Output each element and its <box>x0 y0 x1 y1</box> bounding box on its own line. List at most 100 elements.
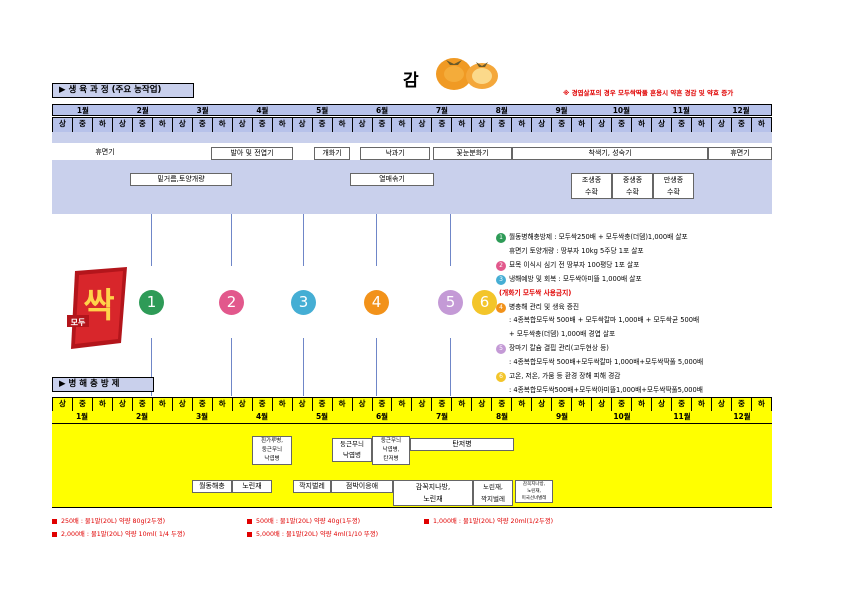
task-early-harvest: 조생종 수확 <box>571 173 612 199</box>
marker-5: 5 <box>438 290 463 315</box>
period-label: 하 <box>153 398 173 412</box>
month-label: 1월 <box>75 412 89 421</box>
period-label: 중 <box>432 118 453 132</box>
pest-anthracnose: 탄저병 <box>410 438 514 451</box>
period-label: 상 <box>52 118 73 132</box>
legend-line: : 4종복합모두싹 500배+모두싹칼마 1,000배+모두싹딱풀 5,000배 <box>496 356 703 370</box>
period-label: 하 <box>273 398 293 412</box>
task-late-harvest: 만생종 수확 <box>653 173 694 199</box>
period-label: 상 <box>532 398 553 412</box>
period-label: 상 <box>353 118 373 132</box>
arrow-up-2 <box>231 338 232 396</box>
month-label: 3월 <box>196 106 209 115</box>
period-label: 상 <box>472 398 493 412</box>
period-label: 상 <box>652 118 673 132</box>
arrow-up-1 <box>151 338 152 396</box>
legend-line: : 4종복합모두싹 500배 + 모두싹칼마 1,000배 + 모두싹균 500… <box>496 314 703 328</box>
stage-budding: 발아 및 전엽기 <box>211 147 293 160</box>
legend-number-icon: 3 <box>496 274 506 285</box>
stage-bud-differentiation: 꽃눈분화기 <box>433 147 512 160</box>
legend-text: 월동병해충방제 : 모두싹250배 + 모두싹충(더뎀)1,000배 살포 <box>509 233 688 241</box>
growth-section-header: ▶ 생 육 과 정 (주요 농작업) <box>52 83 194 98</box>
legend-text: (개화기 모두싹 사용금지) <box>499 288 572 297</box>
marker-6: 6 <box>472 290 497 315</box>
legend-line: (개화기 모두싹 사용금지) <box>496 287 703 301</box>
marker-3: 3 <box>291 290 316 315</box>
period-label: 중 <box>73 398 93 412</box>
pest-scale-insect-1: 깍지벌레 <box>293 480 331 493</box>
legend-number-icon: 4 <box>496 302 506 313</box>
period-label: 하 <box>512 118 533 132</box>
period-label: 하 <box>632 398 653 412</box>
pest-scale-insect-2: 노린재, 깍지벌레 <box>473 480 513 506</box>
period-label: 상 <box>173 118 193 132</box>
period-label: 중 <box>552 118 573 132</box>
period-label: 중 <box>193 118 213 132</box>
logo-sub-text: 모두 <box>71 318 86 327</box>
period-label: 상 <box>52 398 73 412</box>
period-label: 하 <box>333 118 353 132</box>
period-label: 상 <box>233 118 253 132</box>
month-label: 9월 <box>555 106 568 115</box>
legend-number-icon: 1 <box>496 233 506 243</box>
arrow-down-2 <box>231 214 232 266</box>
pest-spider-mite: 점박이응애 <box>331 480 393 493</box>
marker-1: 1 <box>139 290 164 315</box>
period-label: 상 <box>233 398 253 412</box>
month-label: 8월 <box>495 412 509 421</box>
legend-number-icon: 5 <box>496 344 506 355</box>
month-label: 4월 <box>256 106 269 115</box>
arrow-down-5 <box>450 214 451 266</box>
arrow-down-1 <box>151 214 152 266</box>
period-label: 중 <box>612 118 633 132</box>
period-label: 하 <box>752 398 772 412</box>
period-label: 상 <box>173 398 193 412</box>
period-label: 상 <box>472 118 493 132</box>
pest-planthopper: 감꼭지나방, 노린재, 미국선녀벌레 <box>515 480 553 503</box>
legend-text: : 4종복합모두싹 500배+모두싹칼마 1,000배+모두싹딱풀 5,000배 <box>509 358 704 367</box>
stage-coloring: 착색기, 성숙기 <box>512 147 708 160</box>
month-label: 12월 <box>732 106 750 115</box>
period-label: 중 <box>253 118 273 132</box>
month-label: 11월 <box>673 412 691 421</box>
pest-leaf-spot: 둥근무늬 낙엽병 <box>332 438 372 462</box>
period-label: 상 <box>412 398 433 412</box>
month-label: 10월 <box>612 106 631 115</box>
period-label: 상 <box>712 398 732 412</box>
arrow-down-3 <box>303 214 304 266</box>
month-label: 2월 <box>136 106 149 115</box>
period-label: 중 <box>672 118 692 132</box>
period-label: 하 <box>572 398 593 412</box>
period-label: 하 <box>392 118 413 132</box>
period-label: 중 <box>313 118 333 132</box>
period-label: 하 <box>273 118 293 132</box>
period-label: 중 <box>672 398 692 412</box>
task-fertilizer: 밑거름,토양개량 <box>130 173 232 186</box>
month-label: 5월 <box>315 412 329 421</box>
legend-text: : 4종복합모두싹 500배 + 모두싹칼마 1,000배 + 모두싹균 500… <box>509 316 700 325</box>
notice-text: ※ 경엽살포의 경우 모두싹딱풀 혼용시 약흔 경감 및 약효 증가 <box>563 89 734 97</box>
footnote-500: 500배 : 물1말(20L) 약량 40g(1두껑) <box>247 516 360 525</box>
page-title: 감 <box>403 71 419 91</box>
period-label: 하 <box>93 118 113 132</box>
period-label: 중 <box>492 398 513 412</box>
period-label: 중 <box>432 398 453 412</box>
legend-text: 묘목 이식시 심기 전 땅부자 100평당 1포 살포 <box>509 260 640 269</box>
pest-anthracnose-mix: 둥근무늬 낙엽병, 탄저병 <box>372 436 410 465</box>
period-label: 상 <box>532 118 553 132</box>
period-label: 상 <box>412 118 433 132</box>
period-label: 중 <box>193 398 213 412</box>
period-label: 하 <box>692 118 712 132</box>
period-label: 중 <box>313 398 333 412</box>
month-label: 10월 <box>613 412 631 421</box>
period-label: 하 <box>752 118 772 132</box>
month-label: 5월 <box>316 106 329 115</box>
legend-text: 고온, 저온, 가뭄 등 환경 장해 피해 경감 <box>509 372 621 381</box>
